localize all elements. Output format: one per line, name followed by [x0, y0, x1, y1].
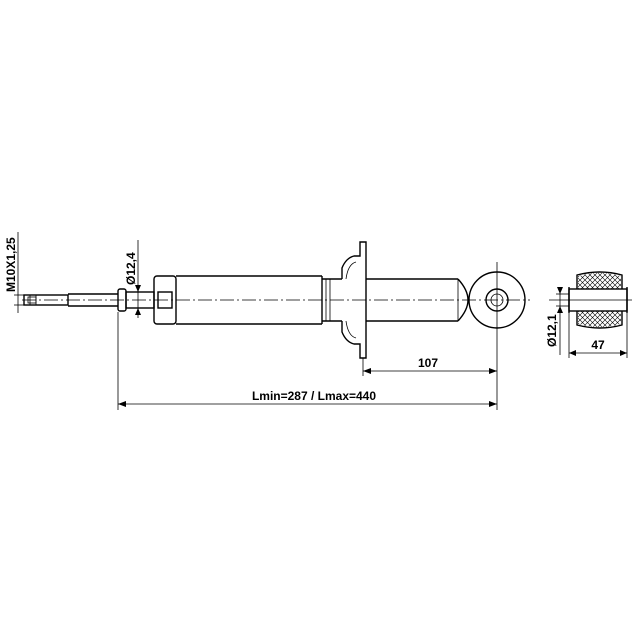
bushing-diameter-dimension: Ø12,1 — [545, 287, 569, 355]
lower-eye-mount — [468, 262, 526, 372]
top-cap — [153, 275, 177, 325]
threaded-end — [23, 294, 69, 306]
bushing-diameter-label: Ø12,1 — [545, 314, 559, 347]
piston-rod — [68, 288, 155, 312]
length-label: Lmin=287 / Lmax=440 — [252, 389, 376, 403]
spring-seat — [341, 241, 367, 359]
mount-offset-label: 107 — [418, 356, 438, 370]
rod-diameter-dimension: Ø12,4 — [124, 240, 141, 318]
overall-length-dimension: Lmin=287 / Lmax=440 — [117, 312, 498, 410]
mount-offset-dimension: 107 — [362, 356, 497, 376]
bushing-side-view — [549, 271, 632, 329]
lower-cylinder — [366, 278, 469, 322]
rod-diameter-label: Ø12,4 — [124, 252, 138, 285]
thread-dimension: M10X1,25 — [4, 232, 28, 313]
bushing-width-dimension: 47 — [568, 313, 628, 358]
main-cylinder — [176, 275, 342, 325]
thread-label: M10X1,25 — [4, 237, 18, 292]
bushing-width-label: 47 — [591, 338, 605, 352]
